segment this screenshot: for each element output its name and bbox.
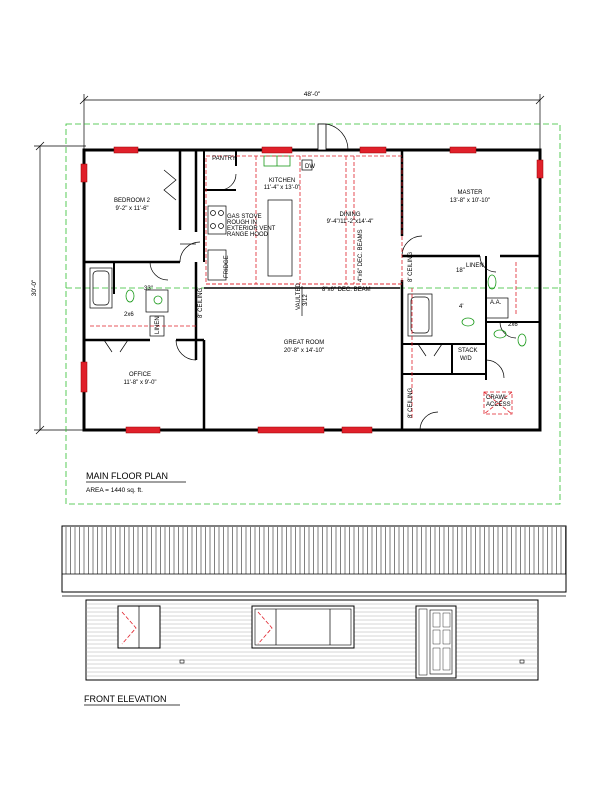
fixtures (89, 155, 527, 347)
room-labels: BEDROOM 2 9'-2" x 11'-6" PANTRY KITCHEN … (114, 156, 490, 386)
bath-linen-label: LINEN (155, 316, 161, 334)
beams-and-cabinets (90, 155, 517, 420)
crawl-line-1: CRAWL (486, 395, 508, 401)
plan-title-block: MAIN FLOOR PLAN AREA = 1440 sq. ft. (86, 471, 186, 494)
dim-2x6-right-label: 2x6 (508, 322, 518, 328)
ceiling-left-label: 8' CEILING (198, 288, 204, 318)
gas-stove-line-3: EXTERIOR VENT (227, 226, 276, 232)
overall-depth-label: 30'-0" (31, 279, 38, 296)
plan-title: MAIN FLOOR PLAN (86, 471, 168, 481)
pantry-name: PANTRY (212, 156, 236, 162)
door-swings (103, 169, 517, 431)
roof-ribs (65, 527, 566, 574)
annotation-notes: DW GAS STOVE ROUGH IN EXTERIOR VENT RANG… (124, 164, 518, 418)
top-entry-door (317, 123, 349, 151)
windows (80, 146, 544, 434)
office-name: OFFICE (129, 372, 151, 378)
width-dimension: 48'-0" (79, 91, 545, 150)
roof (61, 525, 567, 597)
ceiling-mid-label: 8' CEILING (408, 252, 414, 282)
master-name: MASTER (457, 190, 483, 196)
great-room-size: 20'-8" x 14'-10" (284, 348, 324, 354)
aa-label: A.A. (490, 300, 502, 306)
dim-18-label: 18" (456, 268, 465, 274)
dim-33-label: 33" (144, 286, 153, 292)
fridge-label: FRIDGE (224, 255, 230, 278)
dim-4-label: 4' (459, 304, 463, 310)
kitchen-name: KITCHEN (269, 178, 295, 184)
elevation-front-door (415, 605, 457, 679)
gas-stove-line-1: GAS STOVE (227, 214, 262, 220)
dim-2x6-left-label: 2x6 (124, 312, 134, 318)
stack-line-2: W/D (460, 356, 472, 362)
depth-dimension: 30'-0" (31, 141, 86, 435)
ceiling-right-label: 8' CEILING (408, 388, 414, 418)
foundation-vents (179, 659, 525, 664)
dining-size: 9'-4"/11'-2"x14'-4" (327, 219, 374, 225)
office-size: 11'-8" x 9'-0" (123, 380, 156, 386)
gas-stove-line-2: ROUGH IN (227, 220, 257, 226)
area-text: AREA = 1440 sq. ft. (86, 487, 143, 494)
elevation-window-left (117, 605, 161, 649)
great-room-name: GREAT ROOM (284, 340, 324, 346)
dishwasher-label: DW (305, 164, 315, 170)
gas-stove-line-4: RANGE HOOD (227, 232, 269, 238)
master-linen-label: LINEN (466, 263, 484, 269)
elevation-title: FRONT ELEVATION (84, 694, 167, 704)
bedroom2-size: 9'-2" x 11'-6" (115, 206, 148, 212)
stack-line-1: STACK (458, 348, 478, 354)
vaulted-line-1: VAULTED (296, 283, 302, 310)
beam-horizontal-label: 8"x6" DEC. BEAM (322, 287, 371, 293)
crawl-line-2: ACCESS (486, 402, 511, 408)
master-size: 13'-8" x 10'-10" (450, 198, 490, 204)
vaulted-line-2: 3/12 (303, 294, 309, 306)
siding-wall (85, 599, 539, 681)
overall-width-label: 48'-0" (304, 91, 321, 98)
bedroom2-name: BEDROOM 2 (114, 198, 151, 204)
elevation-window-center (251, 605, 355, 649)
dining-name: DINING (340, 212, 361, 218)
elevation-title-block: FRONT ELEVATION (84, 694, 180, 706)
beam-vertical-label: 4"x6" DEC. BEAMS (358, 229, 364, 282)
kitchen-size: 11'-4" x 13'-0" (264, 185, 300, 191)
